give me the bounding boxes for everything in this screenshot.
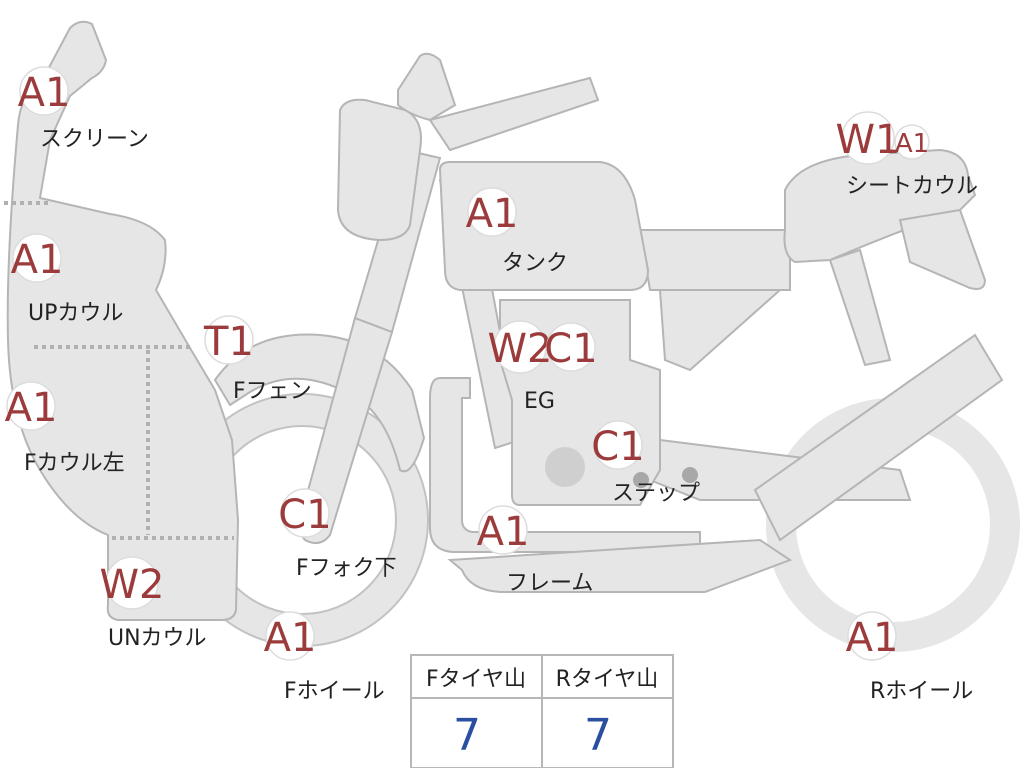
part-label: フレーム: [506, 571, 593, 596]
code-badge: A1: [895, 129, 929, 159]
code-badge: C1: [278, 492, 331, 538]
part-r-wheel: A1 Rホイール: [846, 611, 973, 704]
tire-tread-table: Fタイヤ山 Rタイヤ山 7 7: [410, 654, 674, 768]
part-f-cowl-left: A1 Fカウル左: [5, 381, 125, 476]
tail-shape: [898, 208, 987, 290]
part-frame: A1 フレーム: [477, 505, 593, 596]
part-label: Fカウル左: [24, 451, 125, 476]
code-badge: A1: [5, 385, 58, 431]
part-step: C1 ステップ: [591, 420, 700, 506]
code-badge: A1: [466, 191, 519, 237]
part-screen: A1 スクリーン: [18, 66, 149, 152]
part-label: UNカウル: [108, 626, 207, 651]
seat-shape: [638, 229, 791, 291]
code-badge: W1: [836, 117, 901, 163]
mirror-shape: [397, 52, 457, 122]
part-label: Fフェン: [233, 379, 312, 404]
part-up-cowl: A1 UPカウル: [11, 233, 123, 326]
part-engine: W2 C1 EG: [488, 320, 598, 414]
frame-loop-shape: [429, 377, 701, 553]
part-label: スクリーン: [40, 127, 149, 152]
part-label: ステップ: [612, 481, 700, 506]
part-seat-cowl: W1 A1 シートカウル: [836, 111, 978, 199]
table-header-rear-tire: Rタイヤ山: [556, 667, 659, 692]
code-badge: W2: [100, 562, 165, 608]
part-label: タンク: [502, 251, 568, 276]
code-badge: A1: [18, 70, 71, 116]
fork-upper-shape: [353, 148, 442, 334]
rear-shock-shape: [753, 333, 1004, 542]
code-badge: A1: [11, 237, 64, 283]
part-un-cowl: W2 UNカウル: [100, 556, 207, 651]
code-badge: A1: [846, 615, 899, 661]
code-badge: C1: [591, 424, 644, 470]
table-value-front-tire: 7: [453, 710, 481, 761]
part-f-fork: C1 Fフォク下: [278, 488, 397, 581]
handlebar-shape: [428, 76, 600, 152]
frame-lower-shape: [447, 538, 793, 593]
side-cover-shape: [658, 289, 783, 372]
table-value-rear-tire: 7: [584, 710, 612, 761]
table-header-front-tire: Fタイヤ山: [426, 667, 526, 692]
part-f-fender: T1 Fフェン: [203, 315, 312, 404]
code-badge: A1: [264, 615, 317, 661]
code-badge: A1: [477, 509, 530, 555]
part-f-wheel: A1 Fホイール: [264, 611, 385, 704]
part-label: Rホイール: [870, 679, 973, 704]
headlight-shape: [336, 98, 422, 242]
part-label: Fホイール: [284, 679, 385, 704]
part-tank: A1 タンク: [466, 187, 568, 276]
part-label: UPカウル: [28, 301, 123, 326]
part-label: EG: [524, 389, 555, 414]
code-badge: W2: [488, 326, 553, 372]
rear-subframe-shape: [828, 248, 892, 367]
code-badge: T1: [203, 319, 254, 365]
code-badge: C1: [544, 326, 597, 372]
fairing-shape: [6, 20, 240, 621]
part-label: シートカウル: [846, 174, 978, 199]
part-label: Fフォク下: [296, 556, 397, 581]
